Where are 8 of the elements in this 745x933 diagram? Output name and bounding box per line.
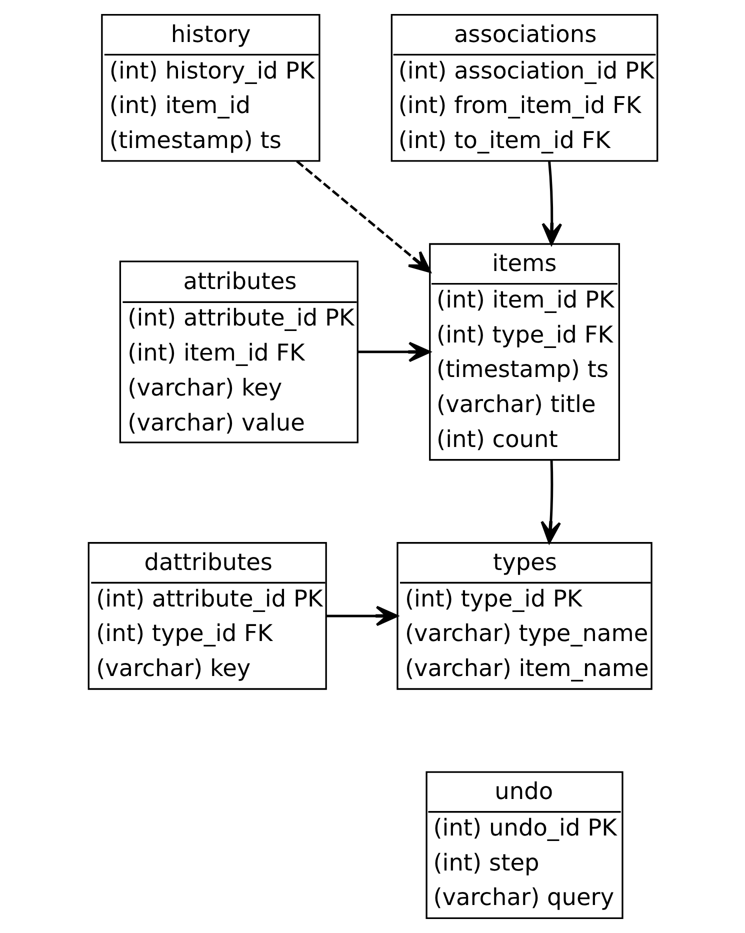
arrow [357,342,430,362]
arrow [326,606,398,626]
node-box: items (int) item_id PK (int) type_id FK (timestamp) ts (varchar) title (int) count [428,243,620,461]
arrow [540,460,561,544]
arrow [296,160,430,273]
arrow [541,161,562,246]
node-box: undo (int) undo_id PK (int) step (varchar) query [425,771,623,919]
node-box: associations (int) association_id PK (int) from_item_id FK (int) to_item_id FK [390,14,658,162]
